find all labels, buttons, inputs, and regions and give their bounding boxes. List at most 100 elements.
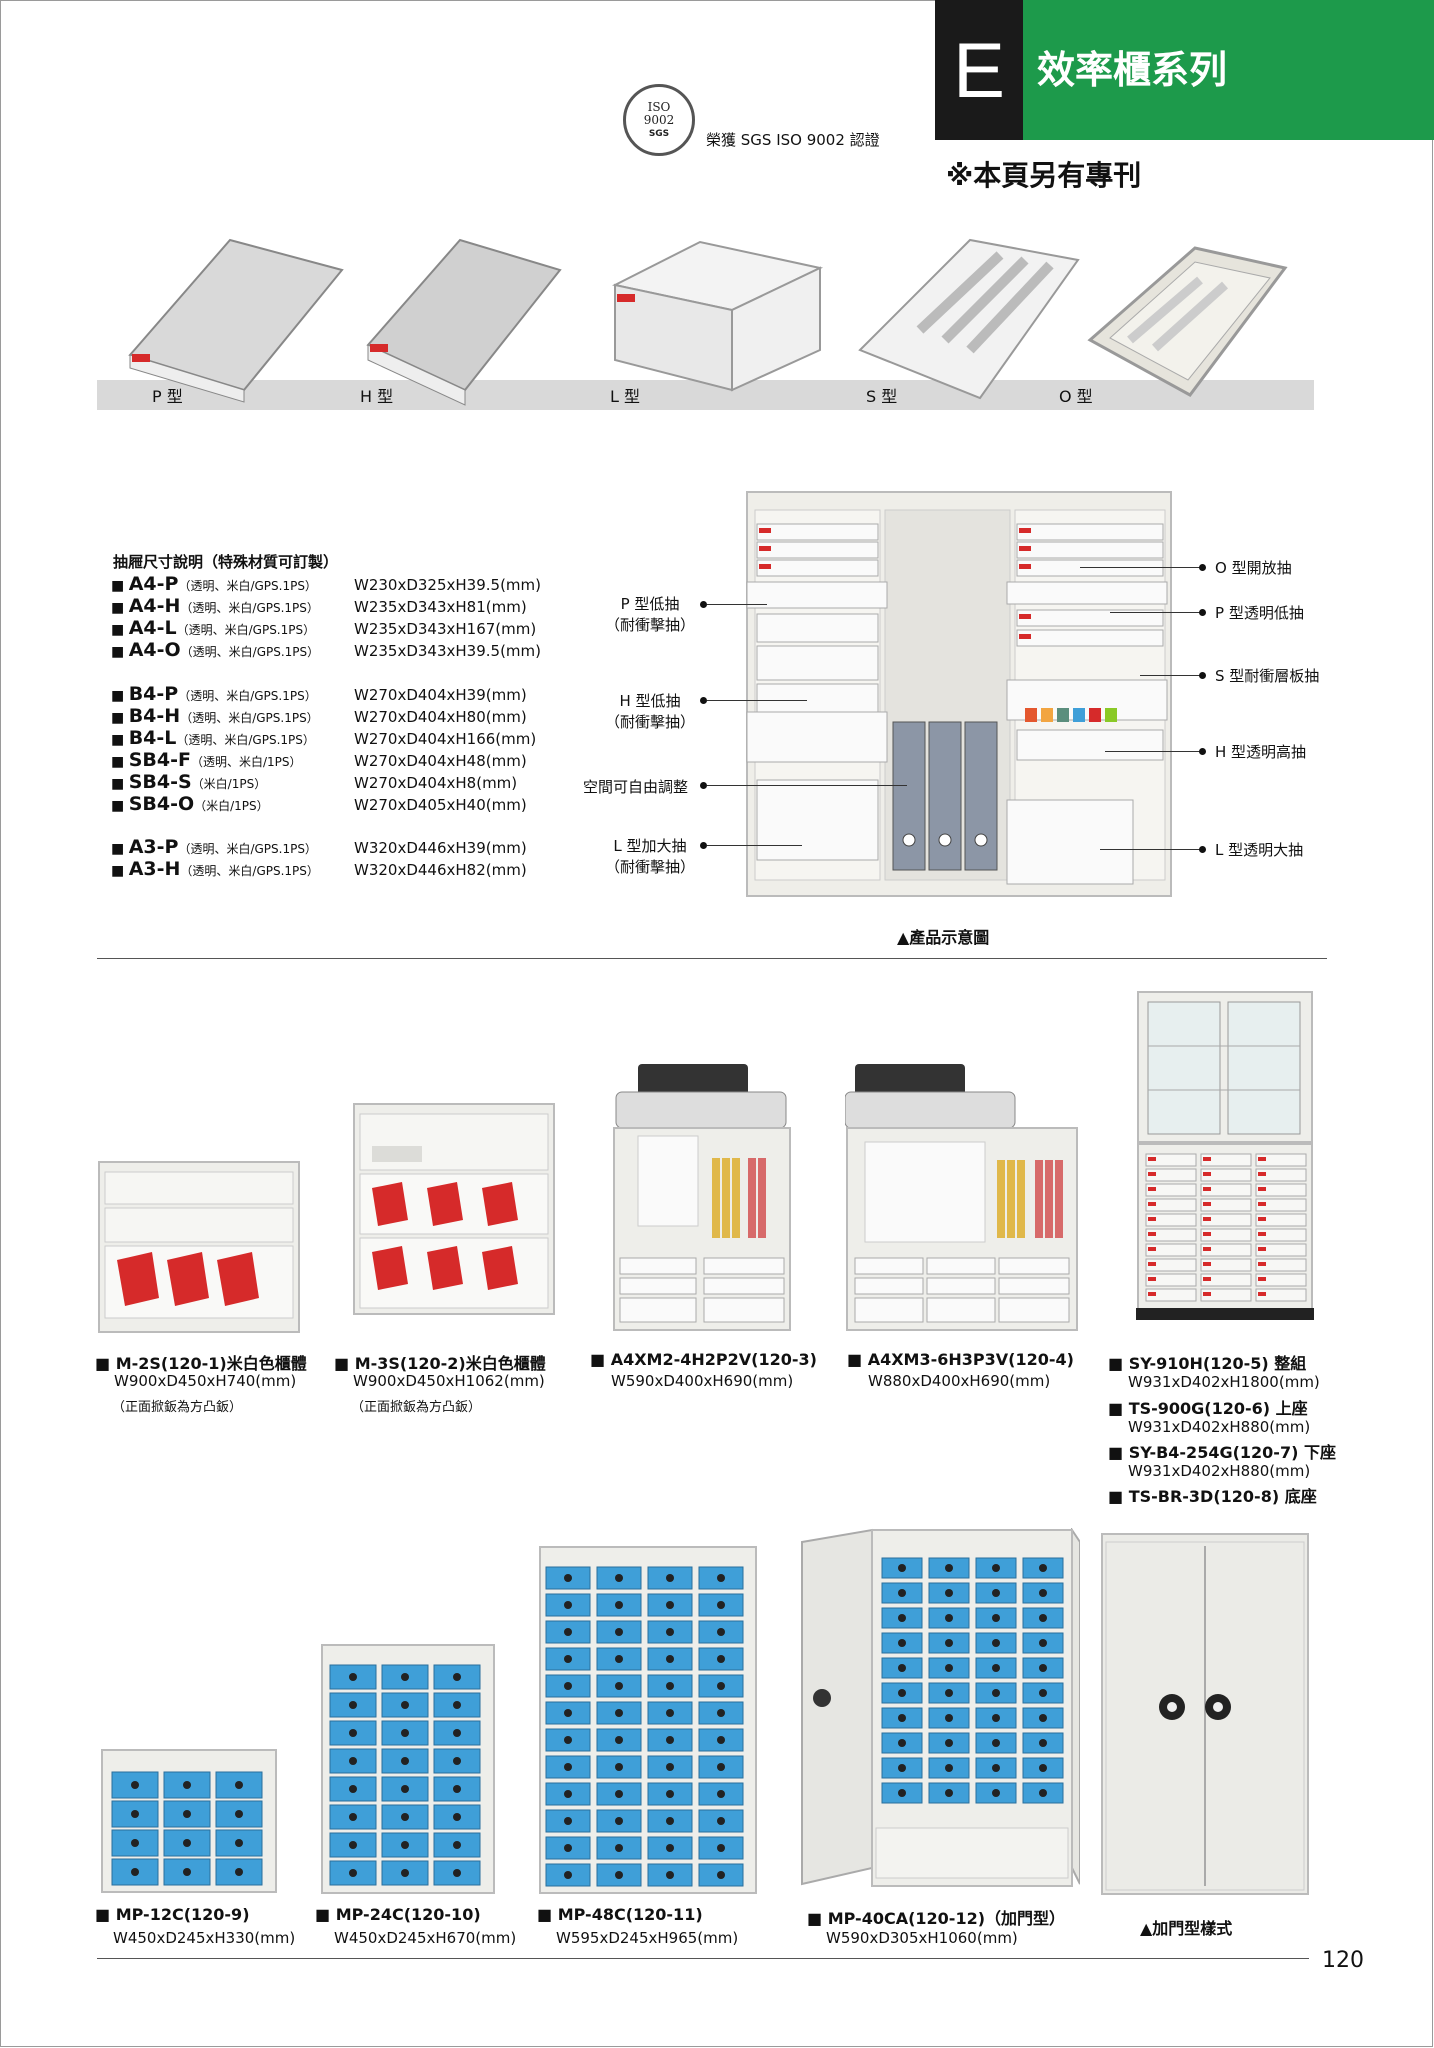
drawer-knob xyxy=(615,1574,623,1582)
callout-line xyxy=(707,700,807,701)
product-name: ■ SY-B4-254G(120-7) 下座 xyxy=(1108,1443,1336,1462)
drawer-knob xyxy=(453,1757,461,1765)
drawer-h-illustration xyxy=(366,238,562,406)
drawer-knob xyxy=(666,1628,674,1636)
drawer-cell xyxy=(1255,1153,1307,1167)
callout-dot xyxy=(1199,748,1206,755)
drawer-tag xyxy=(1203,1202,1211,1206)
drawer-knob xyxy=(1039,1689,1047,1697)
spec-row: ■ A3-P（透明、米白/GPS.1PS）W320xD446xH39(mm) xyxy=(111,836,527,858)
spec-row: ■ SB4-F（透明、米白/1PS）W270xD404xH48(mm) xyxy=(111,749,527,771)
product-dims: W590xD305xH1060(mm) xyxy=(826,1929,1018,1947)
spec-row: ■ A4-H（透明、米白/GPS.1PS）W235xD343xH81(mm) xyxy=(111,595,527,617)
drawer-knob xyxy=(564,1574,572,1582)
product-image-sy-910h xyxy=(1136,991,1314,1320)
drawer-knob xyxy=(666,1736,674,1744)
product-name: ■ M-3S(120-2)米白色櫃體 xyxy=(334,1354,546,1373)
special-note: ※本頁另有專刊 xyxy=(946,159,1142,192)
drawer-cell xyxy=(1200,1198,1252,1212)
callout-s-shelf-drawer: S 型耐衝層板抽 xyxy=(1215,667,1320,685)
drawer-knob xyxy=(235,1839,243,1847)
drawer-p-illustration xyxy=(128,238,344,403)
drawer-l-illustration xyxy=(612,240,824,392)
drawer-type-bar xyxy=(97,380,1314,410)
callout-o-open-drawer: O 型開放抽 xyxy=(1215,559,1292,577)
drawer-tag xyxy=(1258,1202,1266,1206)
drawer-knob xyxy=(717,1655,725,1663)
drawer-knob xyxy=(1039,1639,1047,1647)
drawer-knob xyxy=(717,1790,725,1798)
drawer-knob xyxy=(898,1639,906,1647)
drawer-knob xyxy=(898,1614,906,1622)
drawer-type-label-s: S 型 xyxy=(866,387,898,406)
callout-line xyxy=(1140,675,1200,676)
drawer-cell xyxy=(1145,1153,1197,1167)
drawer-knob xyxy=(666,1763,674,1771)
drawer-knob xyxy=(183,1781,191,1789)
drawer-knob xyxy=(615,1709,623,1717)
drawer-cell xyxy=(1255,1258,1307,1272)
drawer-knob xyxy=(453,1701,461,1709)
drawer-tag xyxy=(1148,1172,1156,1176)
drawer-tag xyxy=(1148,1202,1156,1206)
product-image-m-2s xyxy=(98,1161,300,1333)
product-dims: W900xD450xH1062(mm) xyxy=(353,1372,545,1390)
product-name: ■ MP-48C(120-11) xyxy=(537,1905,703,1924)
drawer-knob xyxy=(898,1589,906,1597)
drawer-cell xyxy=(1200,1168,1252,1182)
drawer-tag xyxy=(1258,1157,1266,1161)
drawer-knob xyxy=(453,1729,461,1737)
callout-dot xyxy=(700,782,707,789)
product-note: （正面掀鈑為方凸鈑） xyxy=(351,1400,482,1415)
callout-adjustable-space: 空間可自由調整 xyxy=(583,778,689,796)
drawer-knob xyxy=(1039,1764,1047,1772)
drawer-knob xyxy=(992,1564,1000,1572)
drawer-knob xyxy=(349,1813,357,1821)
callout-dot xyxy=(700,601,707,608)
drawer-type-label-o: O 型 xyxy=(1059,387,1093,406)
callout-dot xyxy=(1199,846,1206,853)
drawer-knob xyxy=(564,1709,572,1717)
drawer-knob xyxy=(898,1714,906,1722)
drawer-knob xyxy=(615,1601,623,1609)
drawer-knob xyxy=(349,1673,357,1681)
callout-dot xyxy=(1199,609,1206,616)
product-image-mp-48c xyxy=(539,1546,757,1894)
product-image-door-cabinet xyxy=(1101,1533,1309,1895)
drawer-knob xyxy=(898,1564,906,1572)
drawer-tag xyxy=(1203,1262,1211,1266)
callout-line xyxy=(707,604,767,605)
drawer-tag xyxy=(1203,1232,1211,1236)
callout-line xyxy=(1080,567,1200,568)
drawer-knob xyxy=(717,1817,725,1825)
drawer-knob xyxy=(401,1729,409,1737)
drawer-knob xyxy=(615,1844,623,1852)
drawer-cell xyxy=(1200,1243,1252,1257)
drawer-tag xyxy=(1148,1217,1156,1221)
drawer-s-illustration xyxy=(858,238,1080,400)
drawer-knob xyxy=(615,1736,623,1744)
drawer-type-label-l: L 型 xyxy=(610,387,641,406)
spec-row: ■ B4-H（透明、米白/GPS.1PS）W270xD404xH80(mm) xyxy=(111,705,527,727)
drawer-knob xyxy=(131,1868,139,1876)
product-name: ■ TS-BR-3D(120-8) 底座 xyxy=(1108,1487,1317,1506)
drawer-knob xyxy=(401,1701,409,1709)
drawer-knob xyxy=(453,1841,461,1849)
drawer-cell xyxy=(1145,1273,1197,1287)
drawer-knob xyxy=(349,1729,357,1737)
drawer-knob xyxy=(898,1789,906,1797)
drawer-tag xyxy=(1203,1247,1211,1251)
drawer-knob xyxy=(717,1763,725,1771)
callout-dot xyxy=(700,842,707,849)
section-divider xyxy=(97,958,1327,959)
product-name: ■ M-2S(120-1)米白色櫃體 xyxy=(95,1354,307,1373)
drawer-tag xyxy=(1203,1172,1211,1176)
product-name: ■ MP-12C(120-9) xyxy=(95,1905,250,1924)
drawer-knob xyxy=(615,1871,623,1879)
drawer-knob xyxy=(349,1701,357,1709)
product-name: ■ MP-40CA(120-12)（加門型） xyxy=(807,1909,1066,1928)
drawer-knob xyxy=(945,1664,953,1672)
drawer-tag xyxy=(1258,1172,1266,1176)
drawer-knob xyxy=(945,1614,953,1622)
